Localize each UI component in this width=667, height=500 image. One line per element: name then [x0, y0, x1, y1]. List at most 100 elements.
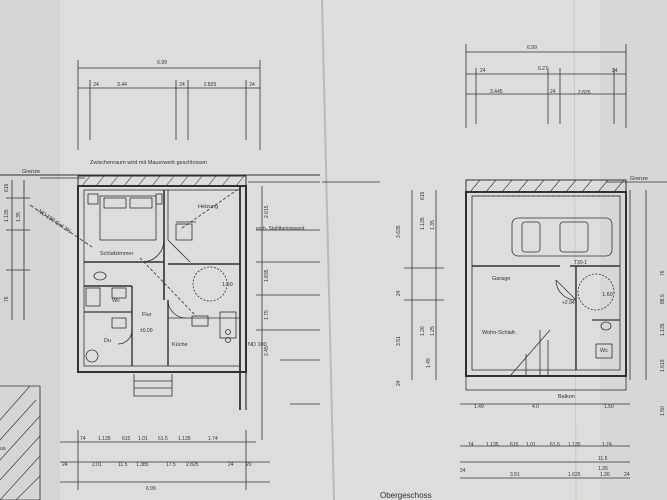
paper-shade-right: [600, 0, 667, 500]
right-inner-dim: 1.35: [430, 220, 436, 230]
washing-machine: [85, 349, 99, 363]
right-inner-dim: 1.135: [420, 217, 426, 230]
room-flur: Flur: [142, 312, 152, 318]
wall-note: vorh. Stahlbetonwand: [256, 226, 305, 232]
nightstand: [155, 193, 163, 205]
hatch: [0, 415, 41, 461]
nd-right-label: ND 100: [248, 342, 267, 348]
door-leaf: [167, 239, 191, 263]
room-du: Du: [104, 338, 111, 344]
t30-label: T30-1: [574, 260, 587, 266]
right-left-dim: 3.635: [396, 225, 402, 238]
balkon-dim: 4.0: [532, 404, 539, 410]
left-note: Zwischenraum wird mit Mauerwerk geschlos…: [90, 160, 207, 166]
door-swing-right: [555, 279, 577, 301]
hob: [225, 329, 231, 335]
hatch: [179, 175, 189, 187]
right-left-dim: 3.51: [396, 336, 402, 346]
room-garage: Garage: [492, 276, 510, 282]
hatch: [207, 175, 217, 187]
level-label: +2.94: [562, 300, 575, 306]
left-hatched-block: [0, 385, 41, 500]
hatch: [221, 175, 231, 187]
right-bottom-r1: 615: [510, 442, 519, 448]
right-top-r1: 24: [612, 68, 618, 74]
right-right-dim: 1.615: [660, 359, 666, 372]
right-top-r2: 2.825: [578, 90, 591, 96]
room-kueche: Küche: [172, 342, 188, 348]
left-bottom-r1: 615: [122, 436, 131, 442]
left-bottom-r2: 20: [246, 462, 252, 468]
hatch: [0, 385, 31, 421]
right-right-dim: 88.5: [660, 294, 666, 304]
door-swing: [117, 329, 133, 345]
shower-tray: [85, 287, 101, 307]
left-bottom-r2: 17.5: [166, 462, 176, 468]
hatch: [533, 179, 545, 193]
edge-text: us: [0, 446, 6, 452]
hatch: [0, 399, 37, 441]
room-wc-right: Wc: [600, 348, 608, 354]
hatch: [613, 179, 625, 193]
right-bottom-r3: 3.51: [510, 472, 520, 478]
right-left-dim: 24: [396, 290, 402, 296]
right-bottom-r3: 1.625: [568, 472, 581, 478]
left-bottom-r1: 74: [80, 436, 86, 442]
left-bottom-r1: 1.135: [98, 436, 111, 442]
hatch: [597, 179, 609, 193]
left-top-seg: 24: [249, 82, 255, 88]
room-heizung: Heizung: [198, 204, 218, 210]
right-right-dim: 1.50: [660, 406, 666, 416]
toilet: [93, 271, 107, 281]
right-inner-walls: [471, 195, 621, 371]
heater-unit: [175, 223, 193, 241]
left-bottom-r1: 61.5: [158, 436, 168, 442]
right-left-dim: 24: [396, 380, 402, 386]
right-inner-dim: 1.49: [426, 358, 432, 368]
hatch: [501, 179, 513, 193]
hatch: [0, 455, 41, 500]
right-bottom-r3: 1.26: [600, 472, 610, 478]
left-bottom-r2: 2.825: [186, 462, 199, 468]
door-swing: [167, 299, 187, 319]
hatch: [469, 179, 481, 193]
right-bottom-r1: 1.74: [602, 442, 612, 448]
washbasin: [111, 287, 127, 299]
right-bottom-r1: 61.5: [550, 442, 560, 448]
stair-diagonal: [509, 329, 551, 377]
left-top-seg: 3.44: [117, 82, 127, 88]
car-windshield: [521, 221, 541, 253]
circle-dim-left: 1.60: [222, 282, 233, 288]
hatch: [15, 475, 41, 500]
left-top-total: 6.99: [157, 60, 167, 66]
left-bottom-r1: 1.74: [208, 436, 218, 442]
right-top-r1: 6.27: [538, 66, 548, 72]
flur-level: ±0.00: [140, 328, 153, 334]
hatch: [109, 175, 119, 187]
left-bottom-r1: 1.135: [178, 436, 191, 442]
right-top-total: 6.99: [527, 45, 537, 51]
double-bed: [99, 195, 157, 241]
right-grenze: Grenze: [630, 176, 648, 182]
left-grenze: Grenze: [22, 169, 40, 175]
left-bottom-r2: 24: [62, 462, 68, 468]
left-side-dim: 1.135: [4, 209, 10, 222]
door-swing: [141, 239, 165, 263]
kitchen-counter: [219, 311, 237, 339]
right-bottom-r1: 1.01: [526, 442, 536, 448]
garage-car: [511, 217, 613, 257]
pillow: [103, 197, 127, 209]
hatch: [581, 179, 593, 193]
room-wohn: Wohn-Schlafr.: [482, 330, 517, 336]
right-bottom-r2: 11.5: [598, 456, 608, 462]
door-leaf-right: [555, 279, 577, 301]
right-inner-dim: 1.26: [420, 326, 426, 336]
right-top-r1: 24: [480, 68, 486, 74]
right-side-dim: 1.835: [264, 269, 270, 282]
paper-shade-left: [0, 0, 60, 500]
right-bottom-r1: 74: [468, 442, 474, 448]
right-top-r2: 3.445: [490, 89, 503, 95]
